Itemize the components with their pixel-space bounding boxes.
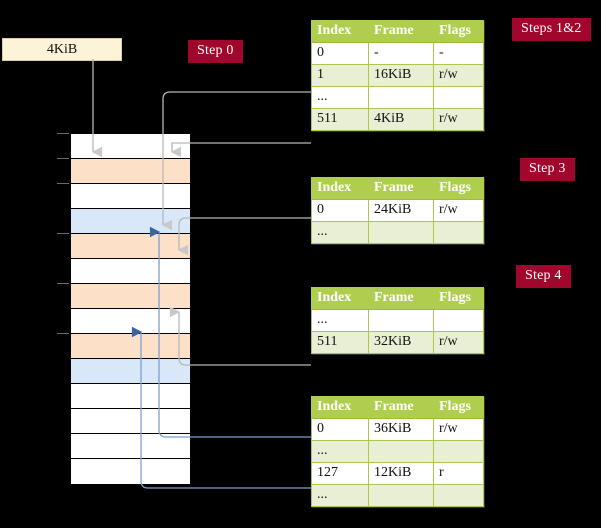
column-header-frame: Frame <box>368 287 434 310</box>
memory-tick <box>57 158 69 159</box>
badge-step-3: Step 3 <box>520 158 575 181</box>
cell-frame <box>368 484 434 507</box>
column-header-frame: Frame <box>368 177 434 200</box>
cell-flags <box>433 440 484 463</box>
memory-tick <box>57 283 69 284</box>
cell-flags: - <box>433 42 484 65</box>
column-header-flags: Flags <box>433 20 484 43</box>
memory-frame-row <box>71 259 190 284</box>
column-header-index: Index <box>311 396 369 419</box>
cell-flags: r/w <box>433 199 484 222</box>
cell-index: 0 <box>311 199 369 222</box>
cell-flags: r <box>433 462 484 485</box>
cell-frame: 32KiB <box>368 331 434 354</box>
column-header-flags: Flags <box>433 287 484 310</box>
memory-frame-row <box>71 209 190 234</box>
column-header-flags: Flags <box>433 177 484 200</box>
cell-flags: r/w <box>433 64 484 87</box>
memory-frame-row <box>71 184 190 209</box>
column-header-flags: Flags <box>433 396 484 419</box>
cell-frame: 36KiB <box>368 418 434 441</box>
memory-frame-row <box>71 334 190 359</box>
cell-index: ... <box>311 484 369 507</box>
cell-frame <box>368 440 434 463</box>
memory-tick <box>57 233 69 234</box>
cell-index: ... <box>311 309 369 332</box>
cell-index: ... <box>311 86 369 109</box>
table-row: ... <box>311 484 484 507</box>
memory-frame-row <box>71 284 190 309</box>
cell-index: ... <box>311 440 369 463</box>
memory-frame-row <box>71 134 190 159</box>
badge-steps-1and2: Steps 1&2 <box>512 18 591 41</box>
cell-frame: 24KiB <box>368 199 434 222</box>
column-header-index: Index <box>311 177 369 200</box>
cell-frame: 16KiB <box>368 64 434 87</box>
memory-frame-row <box>71 409 190 434</box>
table-row: ... <box>311 440 484 463</box>
memory-frame-row <box>71 459 190 484</box>
cell-index: 127 <box>311 462 369 485</box>
memory-frame-row <box>71 234 190 259</box>
cell-frame <box>368 309 434 332</box>
frame-4kib-label: 4KiB <box>46 41 78 57</box>
cell-flags: r/w <box>433 331 484 354</box>
column-header-index: Index <box>311 20 369 43</box>
memory-frame-row <box>71 309 190 334</box>
physical-memory-column <box>70 133 191 485</box>
badge-step-4: Step 4 <box>516 265 571 288</box>
cell-frame <box>368 86 434 109</box>
column-header-frame: Frame <box>368 396 434 419</box>
cell-index: 0 <box>311 418 369 441</box>
memory-frame-row <box>71 359 190 384</box>
memory-frame-row <box>71 384 190 409</box>
memory-tick <box>57 183 69 184</box>
cell-flags <box>433 309 484 332</box>
table-row: ... <box>311 86 484 109</box>
table-row: ... <box>311 309 484 332</box>
cell-index: 511 <box>311 331 369 354</box>
table-row: ... <box>311 221 484 244</box>
memory-frame-row <box>71 159 190 184</box>
column-header-frame: Frame <box>368 20 434 43</box>
cell-index: ... <box>311 221 369 244</box>
cell-index: 0 <box>311 42 369 65</box>
cell-flags <box>433 221 484 244</box>
column-header-index: Index <box>311 287 369 310</box>
badge-step-0: Step 0 <box>188 40 243 63</box>
memory-tick <box>57 133 69 134</box>
cell-frame <box>368 221 434 244</box>
cell-flags: r/w <box>433 108 484 131</box>
table-row: 0-- <box>311 42 484 65</box>
frame-4kib-box: 4KiB <box>2 38 122 61</box>
cell-flags <box>433 86 484 109</box>
memory-tick <box>57 333 69 334</box>
cell-index: 1 <box>311 64 369 87</box>
cell-flags <box>433 484 484 507</box>
cell-frame: 12KiB <box>368 462 434 485</box>
cell-frame: - <box>368 42 434 65</box>
cell-flags: r/w <box>433 418 484 441</box>
cell-frame: 4KiB <box>368 108 434 131</box>
cell-index: 511 <box>311 108 369 131</box>
memory-frame-row <box>71 434 190 459</box>
